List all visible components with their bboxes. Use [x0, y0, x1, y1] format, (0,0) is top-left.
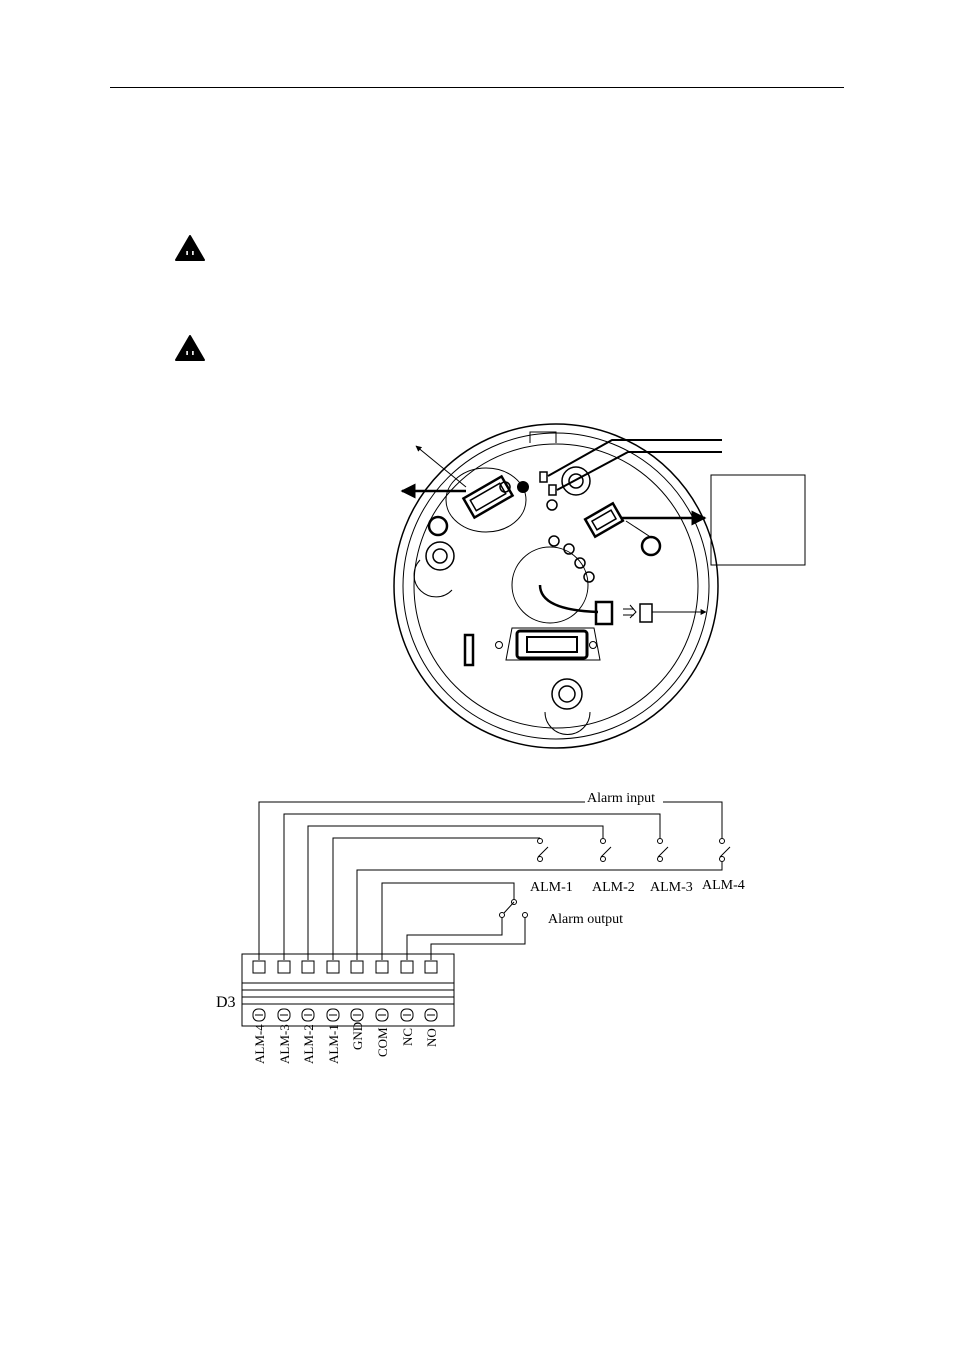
- terminal-label: COM: [375, 1027, 390, 1057]
- terminal-label: ALM-2: [301, 1024, 316, 1064]
- terminal-label: NO: [424, 1028, 439, 1047]
- warning-triangle-icon: [175, 235, 205, 261]
- alarm-input-title: Alarm input: [587, 791, 655, 806]
- terminal-label: ALM-4: [252, 1024, 267, 1064]
- terminal-label: NC: [400, 1028, 415, 1046]
- warning-triangle-icon: [175, 335, 205, 361]
- input-label-alm-1: ALM-1: [530, 880, 573, 895]
- header-rule: [110, 87, 844, 88]
- terminal-label: GND: [350, 1022, 365, 1050]
- base-outer-ring: [393, 423, 719, 749]
- terminal-label: ALM-1: [326, 1024, 341, 1064]
- terminal-label: ALM-3: [277, 1024, 292, 1064]
- input-label-alm-4: ALM-4: [702, 878, 745, 893]
- terminal-block-label: D3: [216, 994, 236, 1011]
- alarm-output-title: Alarm output: [548, 912, 623, 927]
- input-label-alm-2: ALM-2: [592, 880, 635, 895]
- input-label-alm-3: ALM-3: [650, 880, 693, 895]
